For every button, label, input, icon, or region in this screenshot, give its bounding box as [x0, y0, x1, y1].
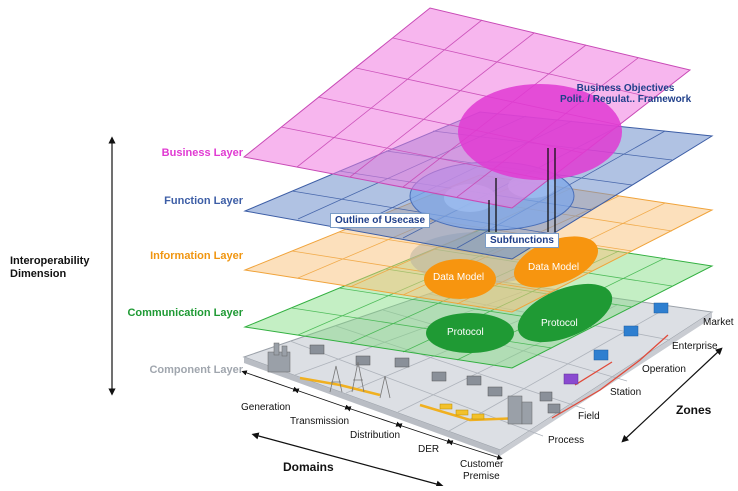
dimension-line-2: Dimension	[10, 268, 67, 280]
business-objectives-bubble	[458, 84, 622, 180]
protocol-bubble-1	[426, 313, 514, 353]
interoperability-dimension-label: Interoperability Dimension	[10, 255, 89, 281]
objectives-line-1: Business Objectives	[576, 83, 675, 94]
data-model-bubble-2	[513, 236, 599, 288]
information-layer-label: Information Layer	[150, 250, 243, 262]
domain-transmission: Transmission	[290, 416, 350, 427]
domain-generation: Generation	[241, 402, 291, 413]
zones-arrow	[621, 347, 723, 443]
zones-title: Zones	[676, 403, 712, 417]
data-model-label-2: Data Model	[528, 262, 580, 273]
business-layer-plane	[242, 7, 692, 209]
business-layer-label: Business Layer	[161, 147, 243, 159]
protocol-label-2: Protocol	[541, 318, 578, 329]
data-model-label-1: Data Model	[433, 272, 485, 283]
protocol-label-1: Protocol	[447, 327, 484, 338]
domain-der: DER	[418, 444, 440, 455]
data-model-bubble-1	[424, 259, 496, 299]
zone-process: Process	[548, 435, 585, 446]
usecase-callout: Outline of Usecase	[330, 213, 431, 228]
objectives-line-2: Polit. / Regulat.. Framework	[560, 94, 692, 105]
domain-customer: Customer	[460, 459, 504, 470]
domain-premise: Premise	[463, 471, 500, 482]
protocol-bubble-2	[517, 283, 613, 343]
subfunctions-callout: Subfunctions	[485, 233, 559, 248]
communication-layer-label: Communication Layer	[127, 307, 243, 319]
zone-station: Station	[610, 387, 642, 398]
component-layer-label: Component Layer	[149, 364, 243, 376]
dimension-line-1: Interoperability	[10, 255, 90, 267]
zone-operation: Operation	[642, 364, 686, 375]
domains-title: Domains	[283, 460, 334, 474]
domain-distribution: Distribution	[350, 430, 401, 441]
function-layer-label: Function Layer	[164, 195, 243, 207]
zone-enterprise: Enterprise	[672, 341, 718, 352]
zone-market: Market	[703, 317, 734, 328]
zone-field: Field	[578, 411, 600, 422]
business-objectives-callout: Business Objectives Polit. / Regulat.. F…	[556, 82, 695, 106]
domains-arrow	[251, 432, 444, 488]
